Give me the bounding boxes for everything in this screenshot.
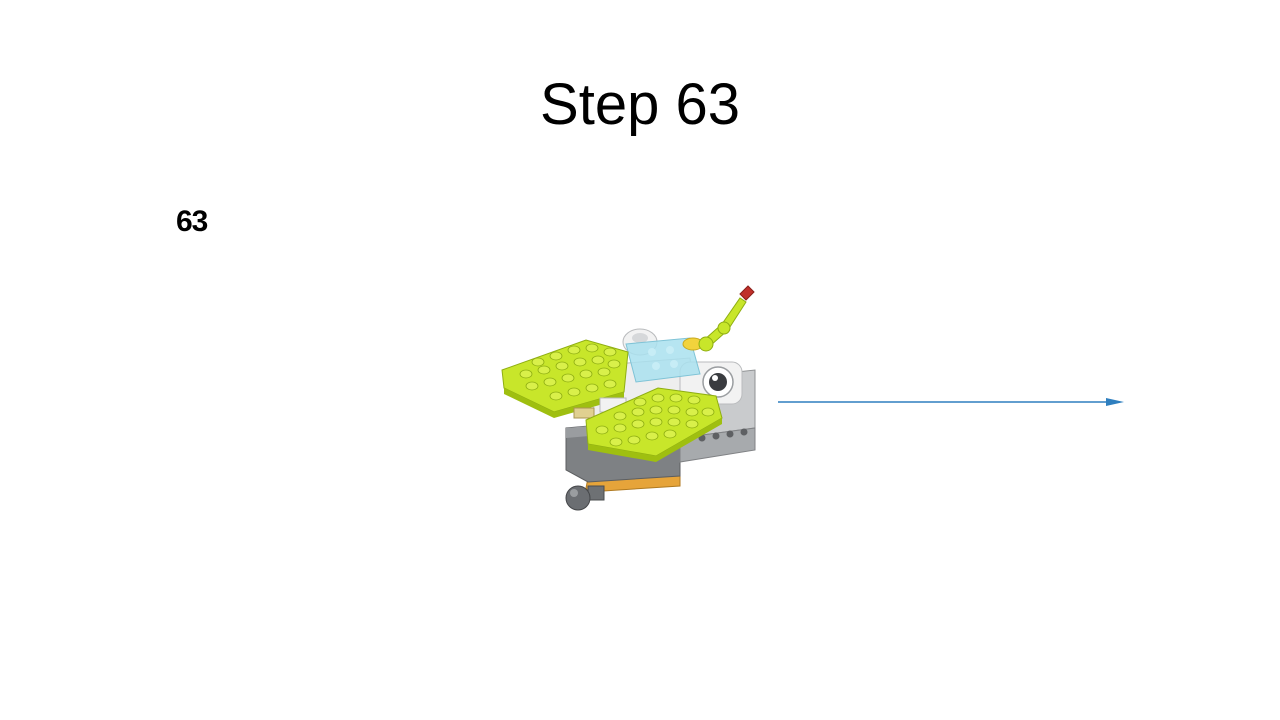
slide-title: Step 63 xyxy=(540,72,740,137)
lego-model-icon xyxy=(501,285,756,511)
arrow-right-icon xyxy=(778,398,1124,406)
step-number: 63 xyxy=(176,205,208,238)
